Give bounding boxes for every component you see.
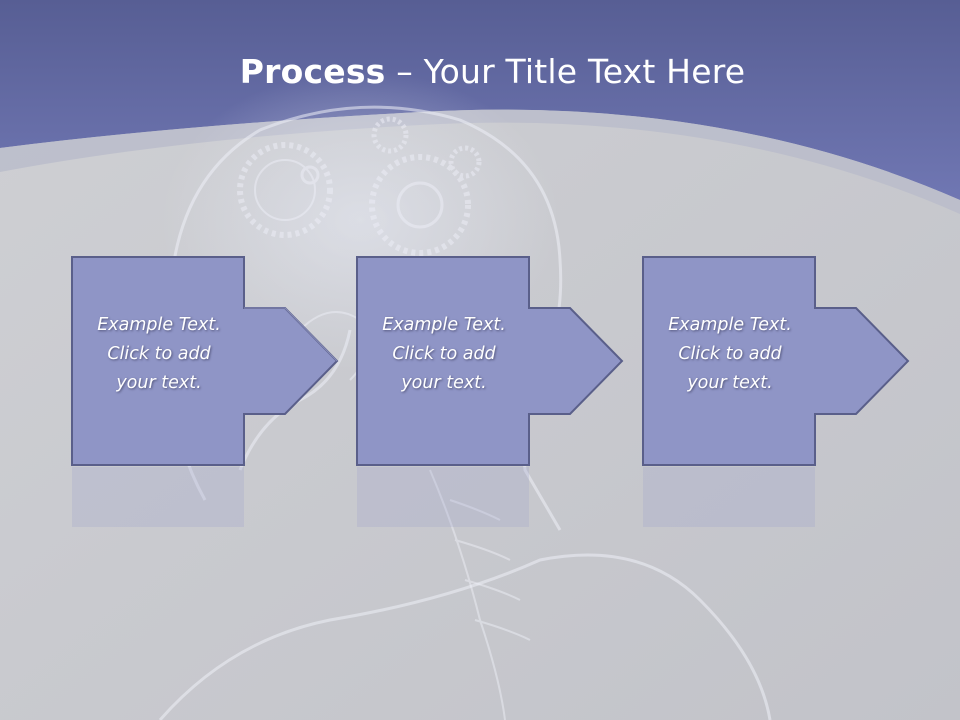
process-step-2[interactable]: Example Text. Click to add your text. xyxy=(357,257,531,465)
step-line: Example Text. xyxy=(668,315,792,335)
process-step-shape-3 xyxy=(642,256,910,466)
gear-icon xyxy=(237,116,482,256)
step-line: your text. xyxy=(401,373,487,393)
step-line: your text. xyxy=(687,373,773,393)
step-line: Example Text. xyxy=(382,315,506,335)
step-line: Click to add xyxy=(392,344,496,364)
process-step-3[interactable]: Example Text. Click to add your text. xyxy=(643,257,817,465)
step-text[interactable]: Example Text. Click to add your text. xyxy=(72,311,246,398)
process-step-shape-1 xyxy=(71,256,339,466)
step-line: your text. xyxy=(116,373,202,393)
process-step-1[interactable]: Example Text. Click to add your text. xyxy=(72,257,246,465)
process-step-shape-2 xyxy=(356,256,624,466)
step-line: Click to add xyxy=(107,344,211,364)
title-rest: – Your Title Text Here xyxy=(385,52,746,91)
step-text[interactable]: Example Text. Click to add your text. xyxy=(357,311,531,398)
slide-title[interactable]: Process – Your Title Text Here xyxy=(0,52,960,91)
step-line: Click to add xyxy=(678,344,782,364)
box-reflections xyxy=(72,467,815,527)
step-line: Example Text. xyxy=(97,315,221,335)
title-bold: Process xyxy=(239,52,386,91)
step-text[interactable]: Example Text. Click to add your text. xyxy=(643,311,817,398)
